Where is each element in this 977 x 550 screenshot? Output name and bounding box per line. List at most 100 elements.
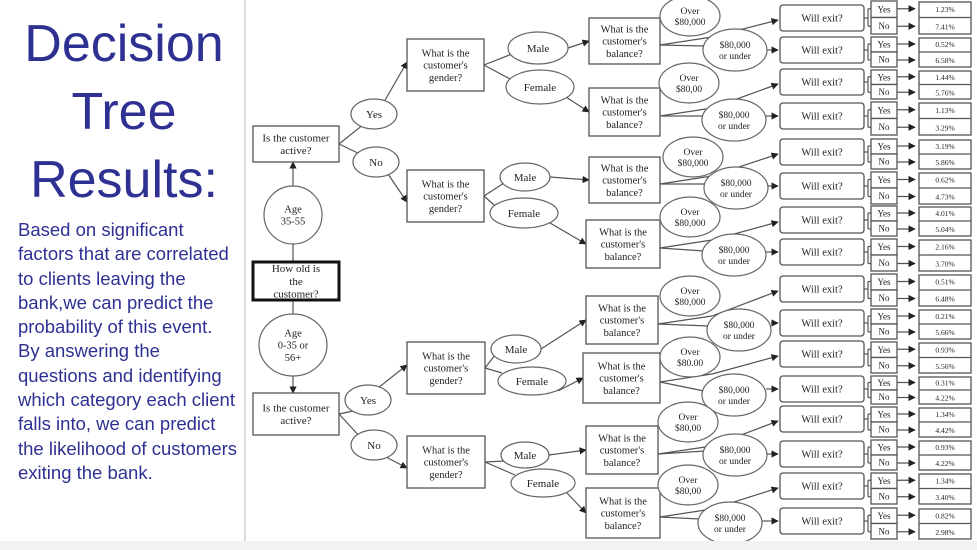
under-80000-branch-label-shape xyxy=(703,166,769,210)
will-exit-box-shape xyxy=(779,68,865,96)
exit-no-box-shape xyxy=(870,153,898,170)
balance-question-box-text: balance? xyxy=(604,458,641,469)
under-80000-branch-label-text: or under xyxy=(719,457,752,467)
male-branch-label: Male xyxy=(490,334,542,364)
balance-question-box-text: What is the xyxy=(601,96,649,107)
will-exit-box-shape xyxy=(779,138,865,166)
connector-line xyxy=(567,39,590,49)
will-exit-box-shape xyxy=(779,36,865,64)
will-exit-box-text: Will exit? xyxy=(801,112,843,123)
over-80000-branch-label-text: Over xyxy=(680,74,700,84)
will-exit-box-text: Will exit? xyxy=(801,415,843,426)
gender-question-box-text: customer's xyxy=(423,61,467,72)
will-exit-box-shape xyxy=(779,375,865,403)
exit-yes-box: Yes xyxy=(870,406,898,423)
exit-no-box: No xyxy=(870,254,898,272)
exit-probability-pair: 3.19%5.86% xyxy=(918,139,972,170)
balance-question-box-text: What is the xyxy=(599,228,647,239)
over-80000-branch-label-text: $80,00 xyxy=(675,423,701,434)
over-80000-branch-label-text: Over xyxy=(681,287,701,297)
exit-yes-box-text: Yes xyxy=(877,142,891,152)
connector-line xyxy=(659,247,705,252)
connector-line xyxy=(484,354,496,369)
exit-probability-pair: 1.34%3.40% xyxy=(918,473,972,505)
exit-probability-pair: 0.82%2.98% xyxy=(918,508,972,540)
exit-yes-probability: 1.44% xyxy=(935,73,954,82)
under-80000-branch-label-shape xyxy=(702,433,768,477)
will-exit-box: Will exit? xyxy=(779,206,865,234)
female-branch-label-shape xyxy=(489,197,559,229)
exit-yes-box-text: Yes xyxy=(877,209,891,219)
root-question-box-text: customer? xyxy=(273,289,318,301)
connector-line xyxy=(659,36,713,46)
will-exit-box-shape xyxy=(779,102,865,130)
over-80000-branch-label-text: Over xyxy=(681,7,701,17)
will-exit-box: Will exit? xyxy=(779,507,865,535)
exit-no-box-shape xyxy=(870,51,898,68)
exit-yes-box: Yes xyxy=(870,138,898,155)
exit-no-box-shape xyxy=(870,117,898,136)
description-paragraph: By answering the questions and identifyi… xyxy=(18,340,238,483)
active-question-box-text: Is the customer xyxy=(262,403,330,415)
exit-probability-pair: 0.51%6.48% xyxy=(918,274,972,307)
balance-question-box-text: customer's xyxy=(602,176,646,187)
male-branch-label-shape xyxy=(490,334,542,364)
balance-question-box-text: What is the xyxy=(598,304,646,315)
over-80000-branch-label-text: $80,000 xyxy=(675,218,706,229)
over-80000-branch-label-shape xyxy=(657,464,719,506)
balance-question-box-text: balance? xyxy=(605,521,642,532)
female-branch-label: Female xyxy=(497,366,567,396)
no-branch-label: No xyxy=(350,429,398,461)
over-80000-branch-label: Over$80,00 xyxy=(657,464,719,506)
left-text-panel: Decision Tree Results: Based on signific… xyxy=(0,0,246,550)
male-branch-label: Male xyxy=(500,441,550,469)
balance-question-box-text: balance? xyxy=(603,386,640,397)
yes-branch-label-shape xyxy=(350,98,398,130)
exit-yes-box: Yes xyxy=(870,273,898,291)
balance-question-box-text: What is the xyxy=(599,497,647,508)
connector-line xyxy=(483,195,495,206)
balance-question-box-text: balance? xyxy=(604,328,641,339)
active-question-box-shape xyxy=(252,392,340,436)
will-exit-box: Will exit? xyxy=(779,340,865,368)
over-80000-branch-label: Over$80,000 xyxy=(659,275,721,317)
exit-yes-probability: 1.13% xyxy=(935,106,954,115)
male-branch-label-text: Male xyxy=(514,450,537,462)
exit-no-box: No xyxy=(870,421,898,438)
connector-line xyxy=(565,96,590,113)
over-80000-branch-label-text: $80,00 xyxy=(676,84,702,95)
male-branch-label: Male xyxy=(507,31,569,65)
exit-yes-box-text: Yes xyxy=(877,105,891,115)
active-question-box-text: active? xyxy=(280,145,311,157)
connector-line xyxy=(659,381,705,392)
over-80000-branch-label-text: $80,000 xyxy=(675,17,706,28)
will-exit-box-shape xyxy=(779,172,865,200)
exit-no-box: No xyxy=(870,454,898,471)
exit-probability-pair: 0.93%5.56% xyxy=(918,342,972,374)
exit-no-box-shape xyxy=(870,254,898,272)
will-exit-box-text: Will exit? xyxy=(801,46,843,57)
will-exit-box: Will exit? xyxy=(779,172,865,200)
exit-no-box: No xyxy=(870,289,898,307)
no-branch-label: No xyxy=(352,146,400,178)
will-exit-box-text: Will exit? xyxy=(801,385,843,396)
title-line: Results: xyxy=(30,151,218,209)
exit-no-box: No xyxy=(870,487,898,505)
exit-no-box: No xyxy=(870,153,898,170)
exit-no-box-shape xyxy=(870,323,898,340)
exit-no-box: No xyxy=(870,83,898,100)
no-branch-label-text: No xyxy=(367,440,381,452)
description-paragraph: Based on significant factors that are co… xyxy=(18,219,229,338)
exit-probability-pair: 1.34%4.42% xyxy=(918,407,972,438)
exit-no-box-text: No xyxy=(879,258,890,268)
exit-yes-box: Yes xyxy=(870,507,898,525)
